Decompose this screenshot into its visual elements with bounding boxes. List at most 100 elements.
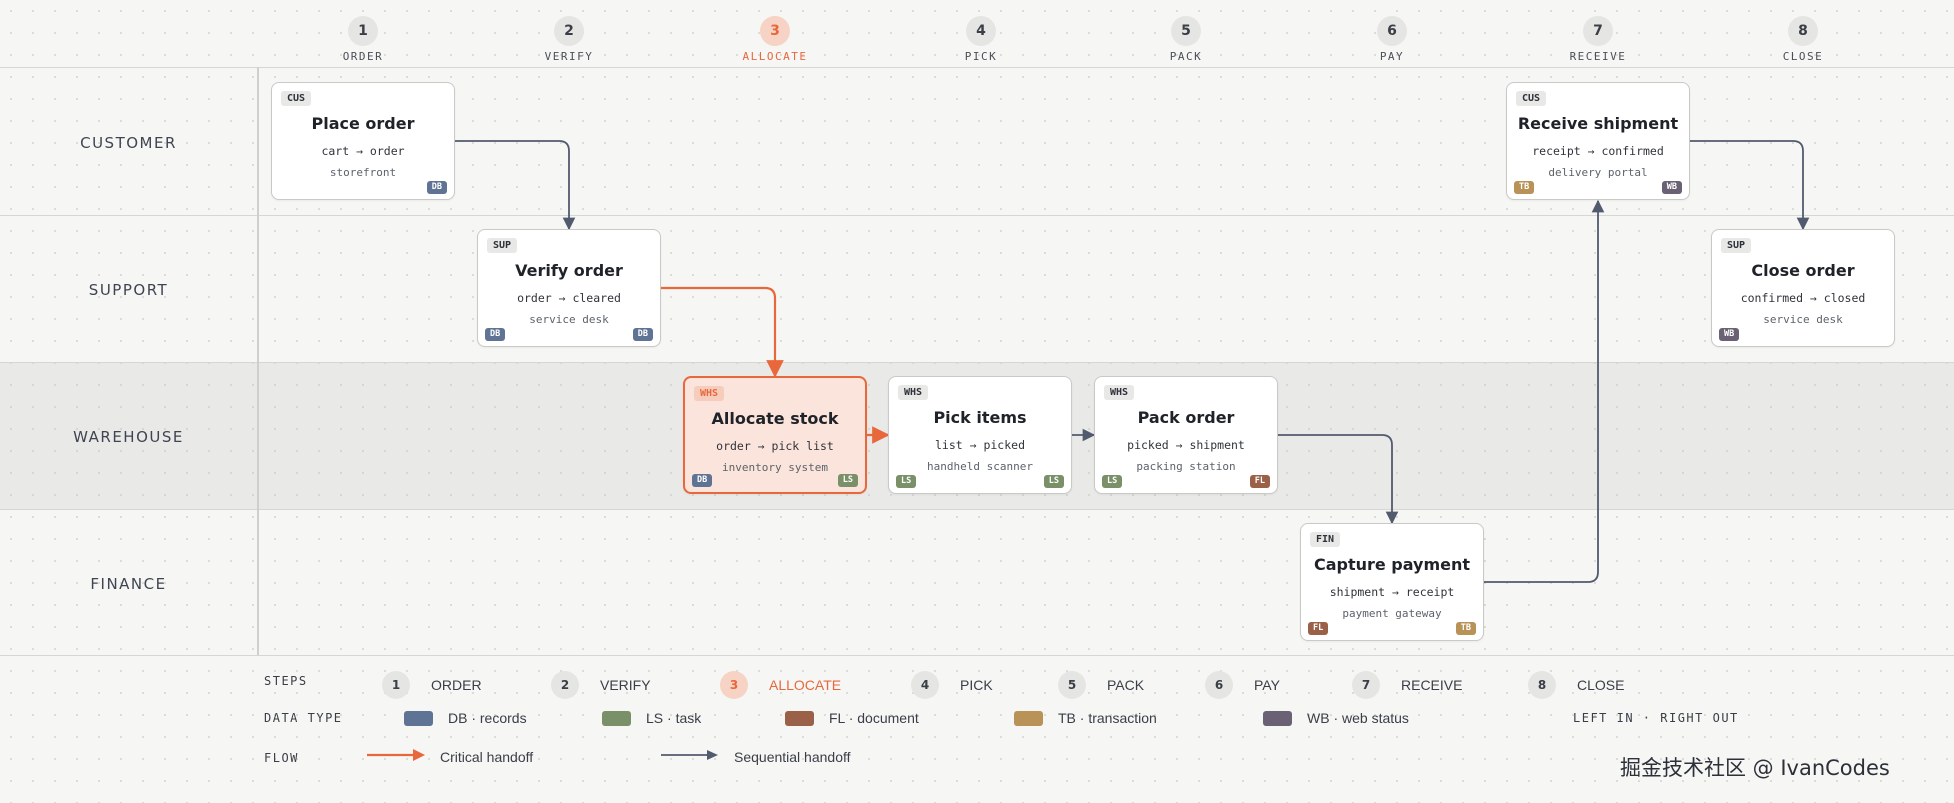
legend-swatch (785, 710, 814, 726)
step-number-badge: 4 (966, 16, 996, 46)
legend-io-note: LEFT IN · RIGHT OUT (1573, 711, 1739, 725)
card-io: cart → order (321, 144, 405, 158)
step-number-badge: 5 (1171, 16, 1201, 46)
card-receive-shipment[interactable]: CUS Receive shipment receipt → confirmed… (1506, 82, 1690, 200)
legend-step-number: 2 (551, 671, 579, 699)
legend-step-1: 1 ORDER (382, 671, 482, 699)
card-title: Pick items (933, 408, 1027, 427)
legend-type-db: DB · records (404, 710, 527, 726)
legend-step-number: 7 (1352, 671, 1380, 699)
legend-swatch (1014, 710, 1043, 726)
legend-type-label: DB · records (448, 710, 527, 726)
data-type-badge-in: TB (1514, 181, 1535, 194)
legend-step-number: 1 (382, 671, 410, 699)
watermark: 掘金技术社区 @ IvanCodes (1620, 756, 1890, 780)
legend-step-3: 3 ALLOCATE (720, 671, 841, 699)
lane-label-customer: CUSTOMER (80, 134, 177, 152)
legend-step-label: RECEIVE (1401, 677, 1463, 693)
card-title: Verify order (515, 261, 623, 280)
legend-flow-title: FLOW (264, 751, 299, 765)
card-io: order → pick list (716, 439, 834, 453)
data-type-badge-in: WB (1719, 328, 1740, 341)
card-capture-payment[interactable]: FIN Capture payment shipment → receipt p… (1300, 523, 1484, 641)
step-5-header: 5 PACK (1126, 16, 1246, 63)
lane-tag: SUP (1721, 238, 1752, 253)
data-type-badge-out: TB (1455, 622, 1476, 635)
step-label: ALLOCATE (742, 50, 808, 63)
card-title: Pack order (1137, 408, 1235, 427)
legend-type-label: TB · transaction (1058, 710, 1157, 726)
card-title: Place order (311, 114, 415, 133)
data-type-badge-out: DB (632, 328, 653, 341)
data-type-badge-in: LS (896, 475, 917, 488)
step-label: ORDER (342, 50, 384, 63)
connector-verify-to-allocate (661, 286, 784, 378)
lane-divider (0, 67, 1954, 68)
lane-tag: CUS (281, 91, 312, 106)
card-allocate-stock[interactable]: WHS Allocate stock order → pick list inv… (683, 376, 867, 494)
legend-step-number: 3 (720, 671, 748, 699)
legend-step-8: 8 CLOSE (1528, 671, 1624, 699)
card-system: packing station (1136, 460, 1236, 473)
data-type-badge-out: LS (837, 474, 858, 487)
legend-swatch (1263, 710, 1292, 726)
legend-step-7: 7 RECEIVE (1352, 671, 1462, 699)
lane-divider (0, 655, 1954, 656)
step-number-badge: 8 (1788, 16, 1818, 46)
step-2-header: 2 VERIFY (509, 16, 629, 63)
legend-sequential-label: Sequential handoff (734, 749, 851, 765)
card-title: Receive shipment (1517, 114, 1679, 133)
legend-step-number: 8 (1528, 671, 1556, 699)
lane-tag: CUS (1516, 91, 1547, 106)
lane-tag: WHS (1104, 385, 1135, 400)
step-label: VERIFY (544, 50, 594, 63)
lane-tag: SUP (487, 238, 518, 253)
step-label: CLOSE (1782, 50, 1824, 63)
connector-place-to-verify (455, 140, 576, 231)
card-verify-order[interactable]: SUP Verify order order → cleared service… (477, 229, 661, 347)
legend-critical-arrow-icon (367, 749, 425, 761)
data-type-badge-in: FL (1308, 622, 1329, 635)
card-place-order[interactable]: CUS Place order cart → order storefront … (271, 82, 455, 200)
card-system: payment gateway (1342, 607, 1442, 620)
data-type-badge-in: DB (692, 474, 713, 487)
step-label: RECEIVE (1569, 50, 1627, 63)
legend-step-label: ORDER (431, 677, 482, 693)
legend-step-number: 4 (911, 671, 939, 699)
legend-swatch (404, 710, 433, 726)
legend-type-label: LS · task (646, 710, 702, 726)
legend-step-label: CLOSE (1577, 677, 1625, 693)
card-system: service desk (1763, 313, 1843, 326)
legend-step-label: VERIFY (600, 677, 651, 693)
card-system: storefront (329, 166, 397, 179)
lane-divider (0, 509, 1954, 510)
lane-tag: WHS (694, 386, 725, 401)
data-type-badge-in: LS (1102, 475, 1123, 488)
legend-type-fl: FL · document (785, 710, 919, 726)
step-number-badge: 6 (1377, 16, 1407, 46)
lane-label-finance: FINANCE (90, 575, 167, 593)
card-io: list → picked (934, 438, 1025, 452)
data-type-badge-in: DB (485, 328, 506, 341)
step-number-badge: 2 (554, 16, 584, 46)
step-7-header: 7 RECEIVE (1538, 16, 1658, 63)
card-title: Close order (1751, 261, 1855, 280)
lane-tag: FIN (1310, 532, 1341, 547)
card-io: picked → shipment (1127, 438, 1245, 452)
legend-step-5: 5 PACK (1058, 671, 1144, 699)
data-type-badge-out: WB (1661, 181, 1682, 194)
card-close-order[interactable]: SUP Close order confirmed → closed servi… (1711, 229, 1895, 347)
card-pick-items[interactable]: WHS Pick items list → picked handheld sc… (888, 376, 1072, 494)
card-pack-order[interactable]: WHS Pack order picked → shipment packing… (1094, 376, 1278, 494)
data-type-badge-out: LS (1043, 475, 1064, 488)
step-6-header: 6 PAY (1332, 16, 1452, 63)
card-io: order → cleared (517, 291, 621, 305)
legend-step-label: PICK (960, 677, 993, 693)
connector-pack-to-payment (1278, 434, 1399, 525)
data-type-badge-out: DB (426, 181, 447, 194)
legend-sequential-arrow-icon (661, 750, 718, 760)
connector-receive-to-close (1690, 140, 1810, 231)
step-label: PAY (1379, 50, 1405, 63)
card-system: handheld scanner (927, 460, 1033, 473)
